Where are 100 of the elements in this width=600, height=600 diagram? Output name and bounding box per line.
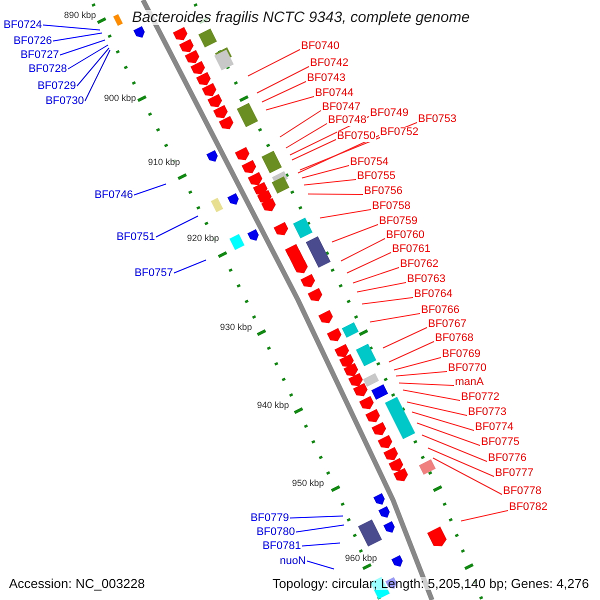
leader-line [156, 216, 198, 238]
gene-label: BF0756 [364, 186, 403, 196]
gene-label: BF0778 [503, 486, 542, 496]
leader-line [320, 209, 372, 218]
gene-label: BF0761 [392, 244, 431, 254]
leader-line [68, 44, 108, 70]
tick-label: 920 kbp [187, 234, 220, 242]
tick-label: 950 kbp [292, 478, 324, 488]
gene-label: BF0748 [328, 114, 367, 126]
gene-label: BF0762 [400, 258, 439, 270]
gene-label: BF0729 [37, 80, 76, 92]
tick-label: 930 kbp [220, 322, 252, 332]
leader-line [76, 48, 110, 86]
leader-line [256, 66, 310, 94]
gene-label: BF0776 [488, 452, 527, 464]
gene-label: BF0751 [116, 232, 155, 242]
leader-line [394, 357, 442, 370]
leader-line [382, 327, 428, 348]
leader-line [412, 412, 474, 431]
tick-label: 960 kbp [345, 554, 378, 562]
leader-line [346, 252, 392, 274]
gene-label: BF0724 [3, 20, 42, 30]
gene-label: BF0773 [468, 406, 507, 418]
title: Bacteroides fragilis NCTC 9343, complete genome [130, 10, 472, 24]
gene-label: BF0779 [250, 512, 289, 524]
gene-label: BF0753 [418, 114, 457, 124]
gene-label: BF0730 [45, 96, 84, 106]
accession-note: Accession: NC_003228 [9, 576, 145, 590]
gene-label: BF0763 [407, 274, 446, 284]
gene-label: BF0759 [379, 216, 418, 226]
leader-line [296, 524, 344, 532]
leader-line [406, 402, 468, 416]
leader-line [52, 32, 102, 42]
leader-line [396, 371, 448, 376]
gene-label: BF0764 [414, 288, 453, 300]
gene-label: BF0782 [509, 502, 548, 512]
leader-line [422, 434, 488, 462]
gene-label: BF0754 [350, 156, 389, 168]
gene-label: BF0743 [307, 72, 346, 84]
gene-label: BF0755 [357, 170, 396, 182]
leader-line [302, 165, 350, 178]
leader-line [308, 194, 364, 195]
leader-line [304, 179, 356, 186]
leader-line [286, 123, 328, 148]
leader-line [42, 24, 100, 30]
gene-label: BF0752 [380, 126, 419, 138]
gene-label: nuoN [280, 556, 306, 566]
gene-label: manA [455, 376, 484, 388]
leader-line [60, 40, 106, 56]
gene-label: BF0769 [442, 348, 481, 360]
leader-line [402, 390, 460, 401]
leader-line [370, 313, 420, 322]
gene-label: BF0758 [372, 200, 411, 212]
leader-line [362, 297, 414, 304]
leader-line [302, 542, 340, 546]
leader-line [428, 448, 494, 477]
leader-line [432, 458, 502, 495]
leader-line [84, 50, 110, 102]
gene-label: BF0746 [94, 190, 133, 200]
gene-label: BF0780 [256, 526, 295, 538]
leader-line [292, 139, 336, 160]
gene-label: BF0766 [421, 304, 460, 316]
tick-label: 890 kbp [64, 10, 96, 20]
leader-line [248, 49, 300, 76]
gene-label: BF0770 [448, 362, 487, 374]
gene-label: BF0768 [435, 332, 474, 344]
leader-line [262, 81, 306, 102]
gene-label: BF0781 [262, 540, 301, 552]
tick-label: 900 kbp [104, 94, 136, 102]
gene-label: BF0742 [310, 58, 349, 68]
tick-label: 940 kbp [257, 400, 290, 410]
gene-label: BF0740 [301, 40, 340, 52]
gene-label: BF0775 [481, 436, 520, 448]
leader-line [352, 267, 400, 284]
gene-label: BF0744 [315, 88, 354, 98]
tick-label: 910 kbp [148, 158, 180, 166]
gene-label: BF0760 [386, 230, 425, 240]
gene-label: BF0747 [322, 102, 361, 112]
gene-label: BF0757 [134, 268, 173, 278]
leader-line [388, 341, 434, 362]
leader-line [306, 560, 334, 570]
gene-label: BF0728 [28, 64, 67, 74]
leader-line [398, 382, 454, 386]
leader-line [280, 110, 322, 138]
gene-label: BF0772 [461, 392, 500, 402]
leader-line [416, 422, 480, 446]
leader-line [460, 510, 508, 522]
gene-label: BF0749 [370, 108, 409, 118]
gene-label: BF0727 [20, 50, 59, 60]
leader-line [356, 282, 406, 292]
leader-line [332, 224, 378, 242]
leader-line [134, 184, 166, 196]
leader-line [340, 238, 386, 262]
gene-label: BF0774 [475, 422, 514, 432]
leader-line [298, 135, 380, 174]
gene-label: BF0726 [13, 36, 52, 46]
gene-label: BF0750 [337, 130, 376, 142]
gene-label: BF0777 [495, 468, 534, 478]
gene-label: BF0767 [428, 318, 467, 330]
genome-info-note: Topology: circular; Length: 5,205,140 bp; Genes: 4,276 [272, 576, 589, 590]
